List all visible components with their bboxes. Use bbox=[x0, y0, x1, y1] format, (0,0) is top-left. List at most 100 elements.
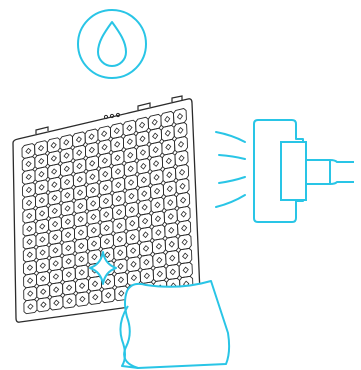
filter-mesh-diamond bbox=[182, 266, 189, 274]
filter-mesh-diamond bbox=[115, 208, 123, 216]
filter-mesh-diamond bbox=[78, 255, 85, 263]
filter-mesh-cell bbox=[75, 291, 90, 307]
filter-mesh-diamond bbox=[129, 247, 137, 254]
filter-mesh-diamond bbox=[91, 253, 98, 261]
filter-mesh-diamond bbox=[52, 273, 60, 280]
filter-mesh-diamond bbox=[64, 231, 72, 239]
filter-mesh-diamond bbox=[117, 249, 124, 257]
filter-mesh-diamond bbox=[153, 187, 161, 195]
filter-mesh-diamond bbox=[38, 210, 46, 217]
filter-mesh-diamond bbox=[38, 171, 45, 178]
filter-mesh-diamond bbox=[37, 144, 45, 152]
filter-mesh-diamond bbox=[26, 264, 34, 271]
filter-mesh-diamond bbox=[63, 165, 70, 172]
filter-mesh-diamond bbox=[181, 224, 188, 232]
filter-mesh-diamond bbox=[77, 216, 84, 223]
filter-mesh-diamond bbox=[141, 217, 149, 225]
filter-mesh-diamond bbox=[141, 204, 148, 211]
filter-mesh-diamond bbox=[168, 240, 175, 248]
filter-mesh-diamond bbox=[166, 171, 173, 179]
filter-mesh-cell bbox=[101, 287, 116, 304]
filter-mesh-diamond bbox=[126, 138, 133, 145]
filter-mesh-diamond bbox=[127, 179, 135, 186]
filter-mesh-diamond bbox=[115, 195, 122, 202]
filter-mesh-diamond bbox=[63, 139, 70, 146]
cleaning-cloth-icon bbox=[119, 280, 231, 369]
filter-mesh-diamond bbox=[39, 249, 46, 256]
filter-mesh-diamond bbox=[155, 229, 162, 236]
sparkle-icon bbox=[89, 251, 117, 285]
filter-mesh-diamond bbox=[38, 158, 45, 165]
filter-mesh-diamond bbox=[164, 129, 171, 137]
filter-mesh-diamond bbox=[114, 154, 121, 162]
filter-mesh-diamond bbox=[75, 136, 82, 143]
filter-mesh-diamond bbox=[51, 207, 58, 215]
filter-mesh-diamond bbox=[66, 297, 73, 305]
filter-mesh-diamond bbox=[169, 254, 176, 262]
filter-mesh-cell bbox=[23, 299, 38, 315]
filter-mesh-diamond bbox=[63, 178, 71, 186]
water-drop-icon bbox=[77, 9, 147, 79]
filter-mesh-diamond bbox=[126, 124, 133, 132]
filter-mesh-diamond bbox=[26, 225, 33, 232]
filter-mesh-diamond bbox=[104, 278, 112, 286]
filter-mesh-diamond bbox=[64, 205, 71, 212]
filter-mesh-diamond bbox=[88, 146, 95, 154]
filter-mesh-diamond bbox=[139, 135, 146, 143]
filter-mesh-diamond bbox=[50, 142, 57, 149]
filter-mesh-diamond bbox=[154, 201, 161, 209]
filter-mesh-diamond bbox=[39, 262, 46, 269]
filter-mesh-diamond bbox=[156, 270, 163, 278]
filter-mesh-diamond bbox=[76, 176, 83, 183]
filter-mesh-diamond bbox=[165, 157, 172, 165]
filter-mesh-diamond bbox=[65, 244, 72, 252]
filter-mesh-diamond bbox=[141, 190, 148, 197]
filter-mesh-diamond bbox=[138, 121, 146, 129]
filter-mesh-diamond bbox=[50, 155, 57, 162]
filter-mesh-diamond bbox=[25, 199, 33, 207]
filter-mesh-diamond bbox=[40, 288, 47, 295]
filter-mesh-diamond bbox=[103, 238, 111, 245]
filter-mesh-diamond bbox=[76, 162, 83, 170]
filter-mesh-diamond bbox=[152, 146, 159, 154]
filter-mesh-diamond bbox=[166, 185, 173, 193]
filter-mesh-diamond bbox=[102, 184, 109, 191]
filter-mesh-diamond bbox=[77, 202, 84, 210]
filter-mesh-diamond bbox=[115, 181, 122, 189]
filter-mesh-diamond bbox=[52, 260, 59, 267]
filter-mesh-diamond bbox=[25, 173, 32, 181]
filter-mesh-diamond bbox=[78, 242, 85, 250]
filter-mesh-diamond bbox=[40, 301, 47, 308]
filter-mesh-diamond bbox=[92, 293, 99, 301]
filter-mesh-diamond bbox=[38, 184, 45, 191]
filter-mesh-diamond bbox=[140, 162, 147, 170]
filter-mesh-diamond bbox=[117, 276, 125, 284]
filter-mesh-diamond bbox=[101, 157, 108, 164]
filter-mesh-diamond bbox=[127, 151, 134, 159]
filter-mesh-diamond bbox=[39, 236, 46, 243]
filter-mesh-diamond bbox=[26, 251, 33, 258]
filter-mesh-diamond bbox=[116, 222, 123, 229]
filter-mesh-diamond bbox=[39, 275, 47, 282]
filter-mesh-diamond bbox=[77, 229, 85, 236]
filter-mesh-diamond bbox=[65, 258, 72, 265]
filter-mesh-diamond bbox=[27, 290, 34, 297]
filter-mesh-diamond bbox=[27, 303, 34, 310]
filter-mesh-diamond bbox=[26, 277, 34, 284]
filter-mesh-diamond bbox=[102, 197, 110, 205]
filter-mesh-diamond bbox=[79, 295, 86, 303]
filter-mesh-diamond bbox=[178, 154, 185, 162]
filter-mesh-diamond bbox=[177, 127, 184, 134]
filter-mesh-diamond bbox=[65, 284, 73, 291]
filter-mesh-diamond bbox=[128, 206, 135, 214]
filter-mesh-diamond bbox=[167, 213, 174, 220]
filter-mesh-diamond bbox=[176, 113, 184, 120]
filter-mesh-cell bbox=[88, 289, 103, 305]
filter-mesh-diamond bbox=[178, 168, 186, 176]
filter-mesh-diamond bbox=[26, 212, 33, 219]
filter-mesh-diamond bbox=[177, 141, 185, 148]
filter-mesh-diamond bbox=[90, 213, 97, 221]
filter-mesh-diamond bbox=[51, 168, 58, 175]
filter-mesh-cell bbox=[36, 297, 51, 313]
